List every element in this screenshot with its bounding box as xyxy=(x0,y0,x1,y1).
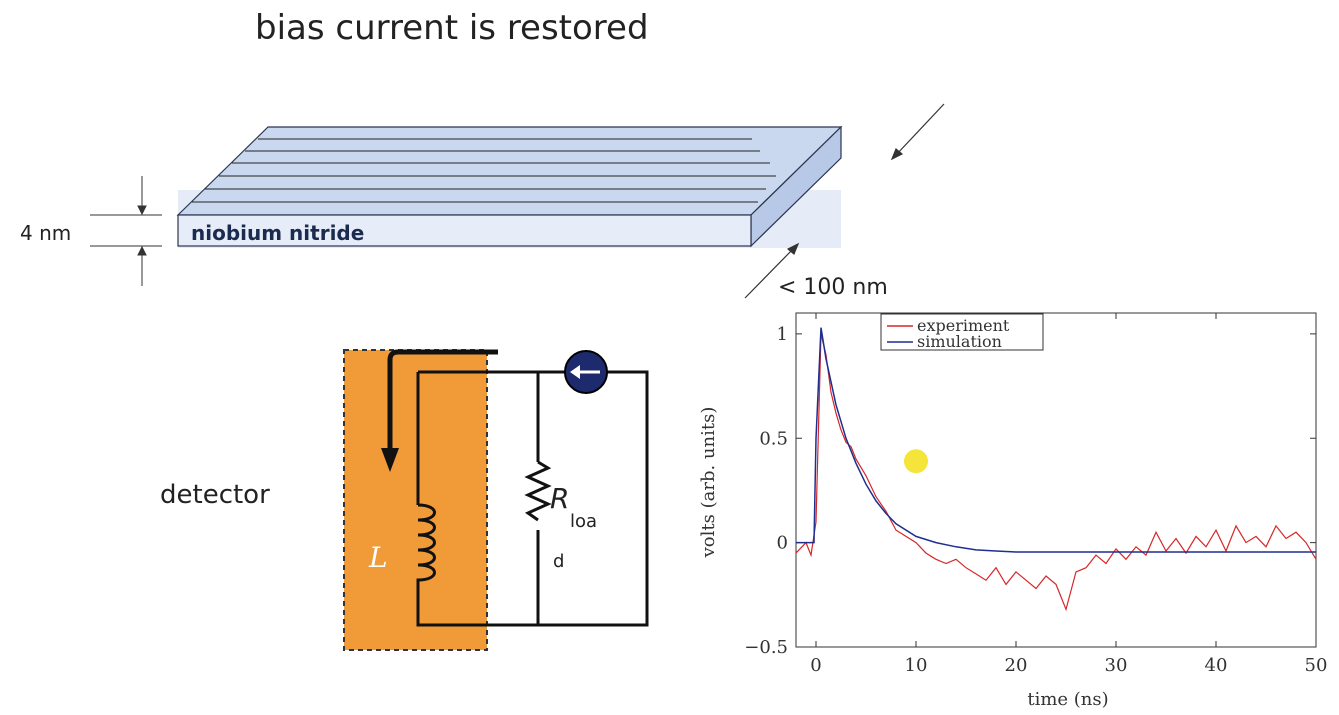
width-label: < 100 nm xyxy=(778,275,888,300)
x-tick-label: 10 xyxy=(905,655,928,676)
resistor-label-main: R xyxy=(550,482,569,515)
yellow-marker xyxy=(904,449,928,474)
inductor-coil xyxy=(416,503,436,590)
legend-label: experiment xyxy=(917,316,1010,335)
resistor xyxy=(524,460,552,522)
chart-plot-area xyxy=(795,312,1317,648)
thickness-label: 4 nm xyxy=(20,221,71,245)
chart-x-axis-label: time (ns) xyxy=(1027,689,1108,710)
resistor-label-tail: d xyxy=(553,551,564,572)
x-tick-label: 20 xyxy=(1005,655,1028,676)
width-indicator xyxy=(744,103,945,299)
material-label: niobium nitride xyxy=(191,221,364,245)
current-flow-arrowhead xyxy=(381,448,399,472)
detector-box xyxy=(343,349,488,651)
resistor-label-sub: loa xyxy=(570,511,597,532)
x-tick-label: 40 xyxy=(1205,655,1228,676)
y-tick-label: −0.5 xyxy=(744,637,788,658)
legend-label: simulation xyxy=(917,332,1002,351)
circuit-wires xyxy=(416,370,649,627)
series-line-experiment xyxy=(795,333,1317,612)
thickness-indicator xyxy=(90,176,162,286)
y-tick-label: 0 xyxy=(777,533,788,554)
current-lines xyxy=(192,138,776,203)
slide-title: bias current is restored xyxy=(255,8,649,48)
chart-y-axis-label: volts (arb. units) xyxy=(698,407,719,559)
x-tick-label: 50 xyxy=(1305,655,1328,676)
detector-label: detector xyxy=(160,480,270,510)
chart-legend-box xyxy=(880,313,1044,351)
y-tick-label: 1 xyxy=(777,324,788,345)
x-tick-label: 30 xyxy=(1105,655,1128,676)
current-source-arrow-icon xyxy=(570,365,600,379)
current-flow-arrow xyxy=(387,349,498,452)
inductor-label: L xyxy=(368,541,388,574)
y-tick-label: 0.5 xyxy=(759,428,788,449)
wire-front-face xyxy=(177,214,752,247)
x-tick-label: 0 xyxy=(810,655,821,676)
series-line-simulation xyxy=(796,327,1316,553)
